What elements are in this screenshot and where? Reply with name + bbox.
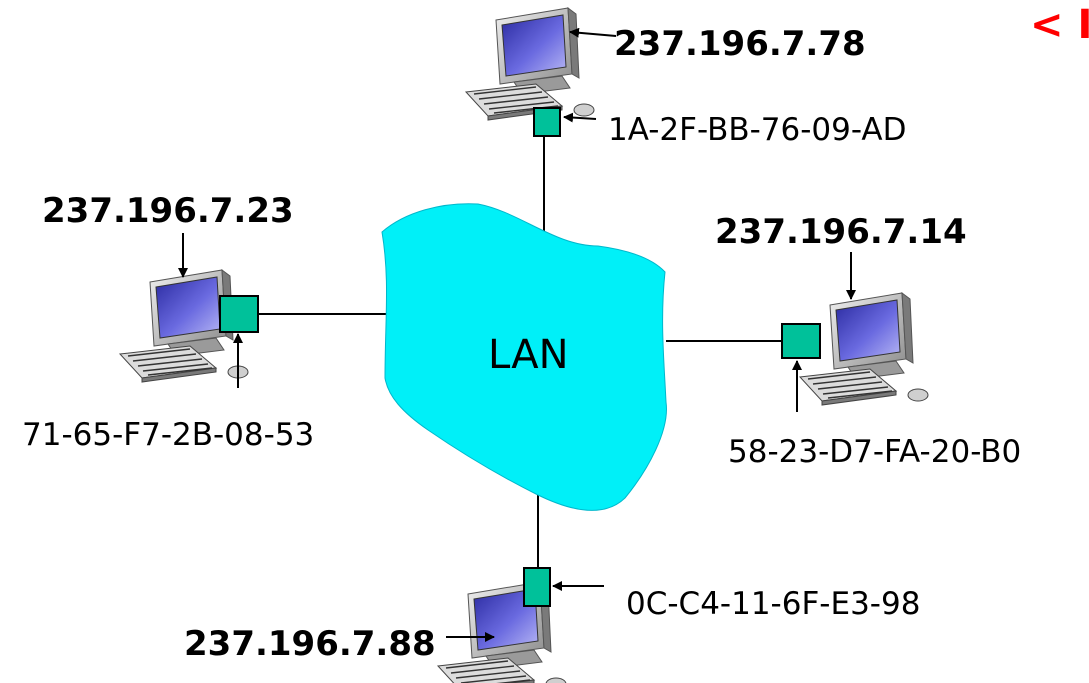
adapter-left — [219, 295, 259, 333]
corner-label: < I — [1030, 2, 1089, 48]
mac-top: 1A-2F-BB-76-09-AD — [608, 112, 906, 148]
ip-bottom: 237.196.7.88 — [184, 624, 436, 664]
mac-right: 58-23-D7-FA-20-B0 — [728, 434, 1021, 470]
adapter-right — [781, 323, 821, 359]
ip-left: 237.196.7.23 — [42, 191, 294, 231]
adapter-top — [533, 107, 561, 137]
mac-left: 71-65-F7-2B-08-53 — [22, 417, 314, 453]
lan-cloud — [381, 203, 667, 511]
computer-icon-top — [465, 7, 595, 121]
ip-right: 237.196.7.14 — [715, 212, 967, 252]
arrow-top-mac — [563, 112, 597, 123]
arrow-top-ip — [569, 27, 617, 38]
adapter-bottom — [523, 567, 551, 607]
lan-label: LAN — [488, 332, 569, 378]
ip-top: 237.196.7.78 — [614, 24, 866, 64]
mac-bottom: 0C-C4-11-6F-E3-98 — [626, 586, 920, 622]
